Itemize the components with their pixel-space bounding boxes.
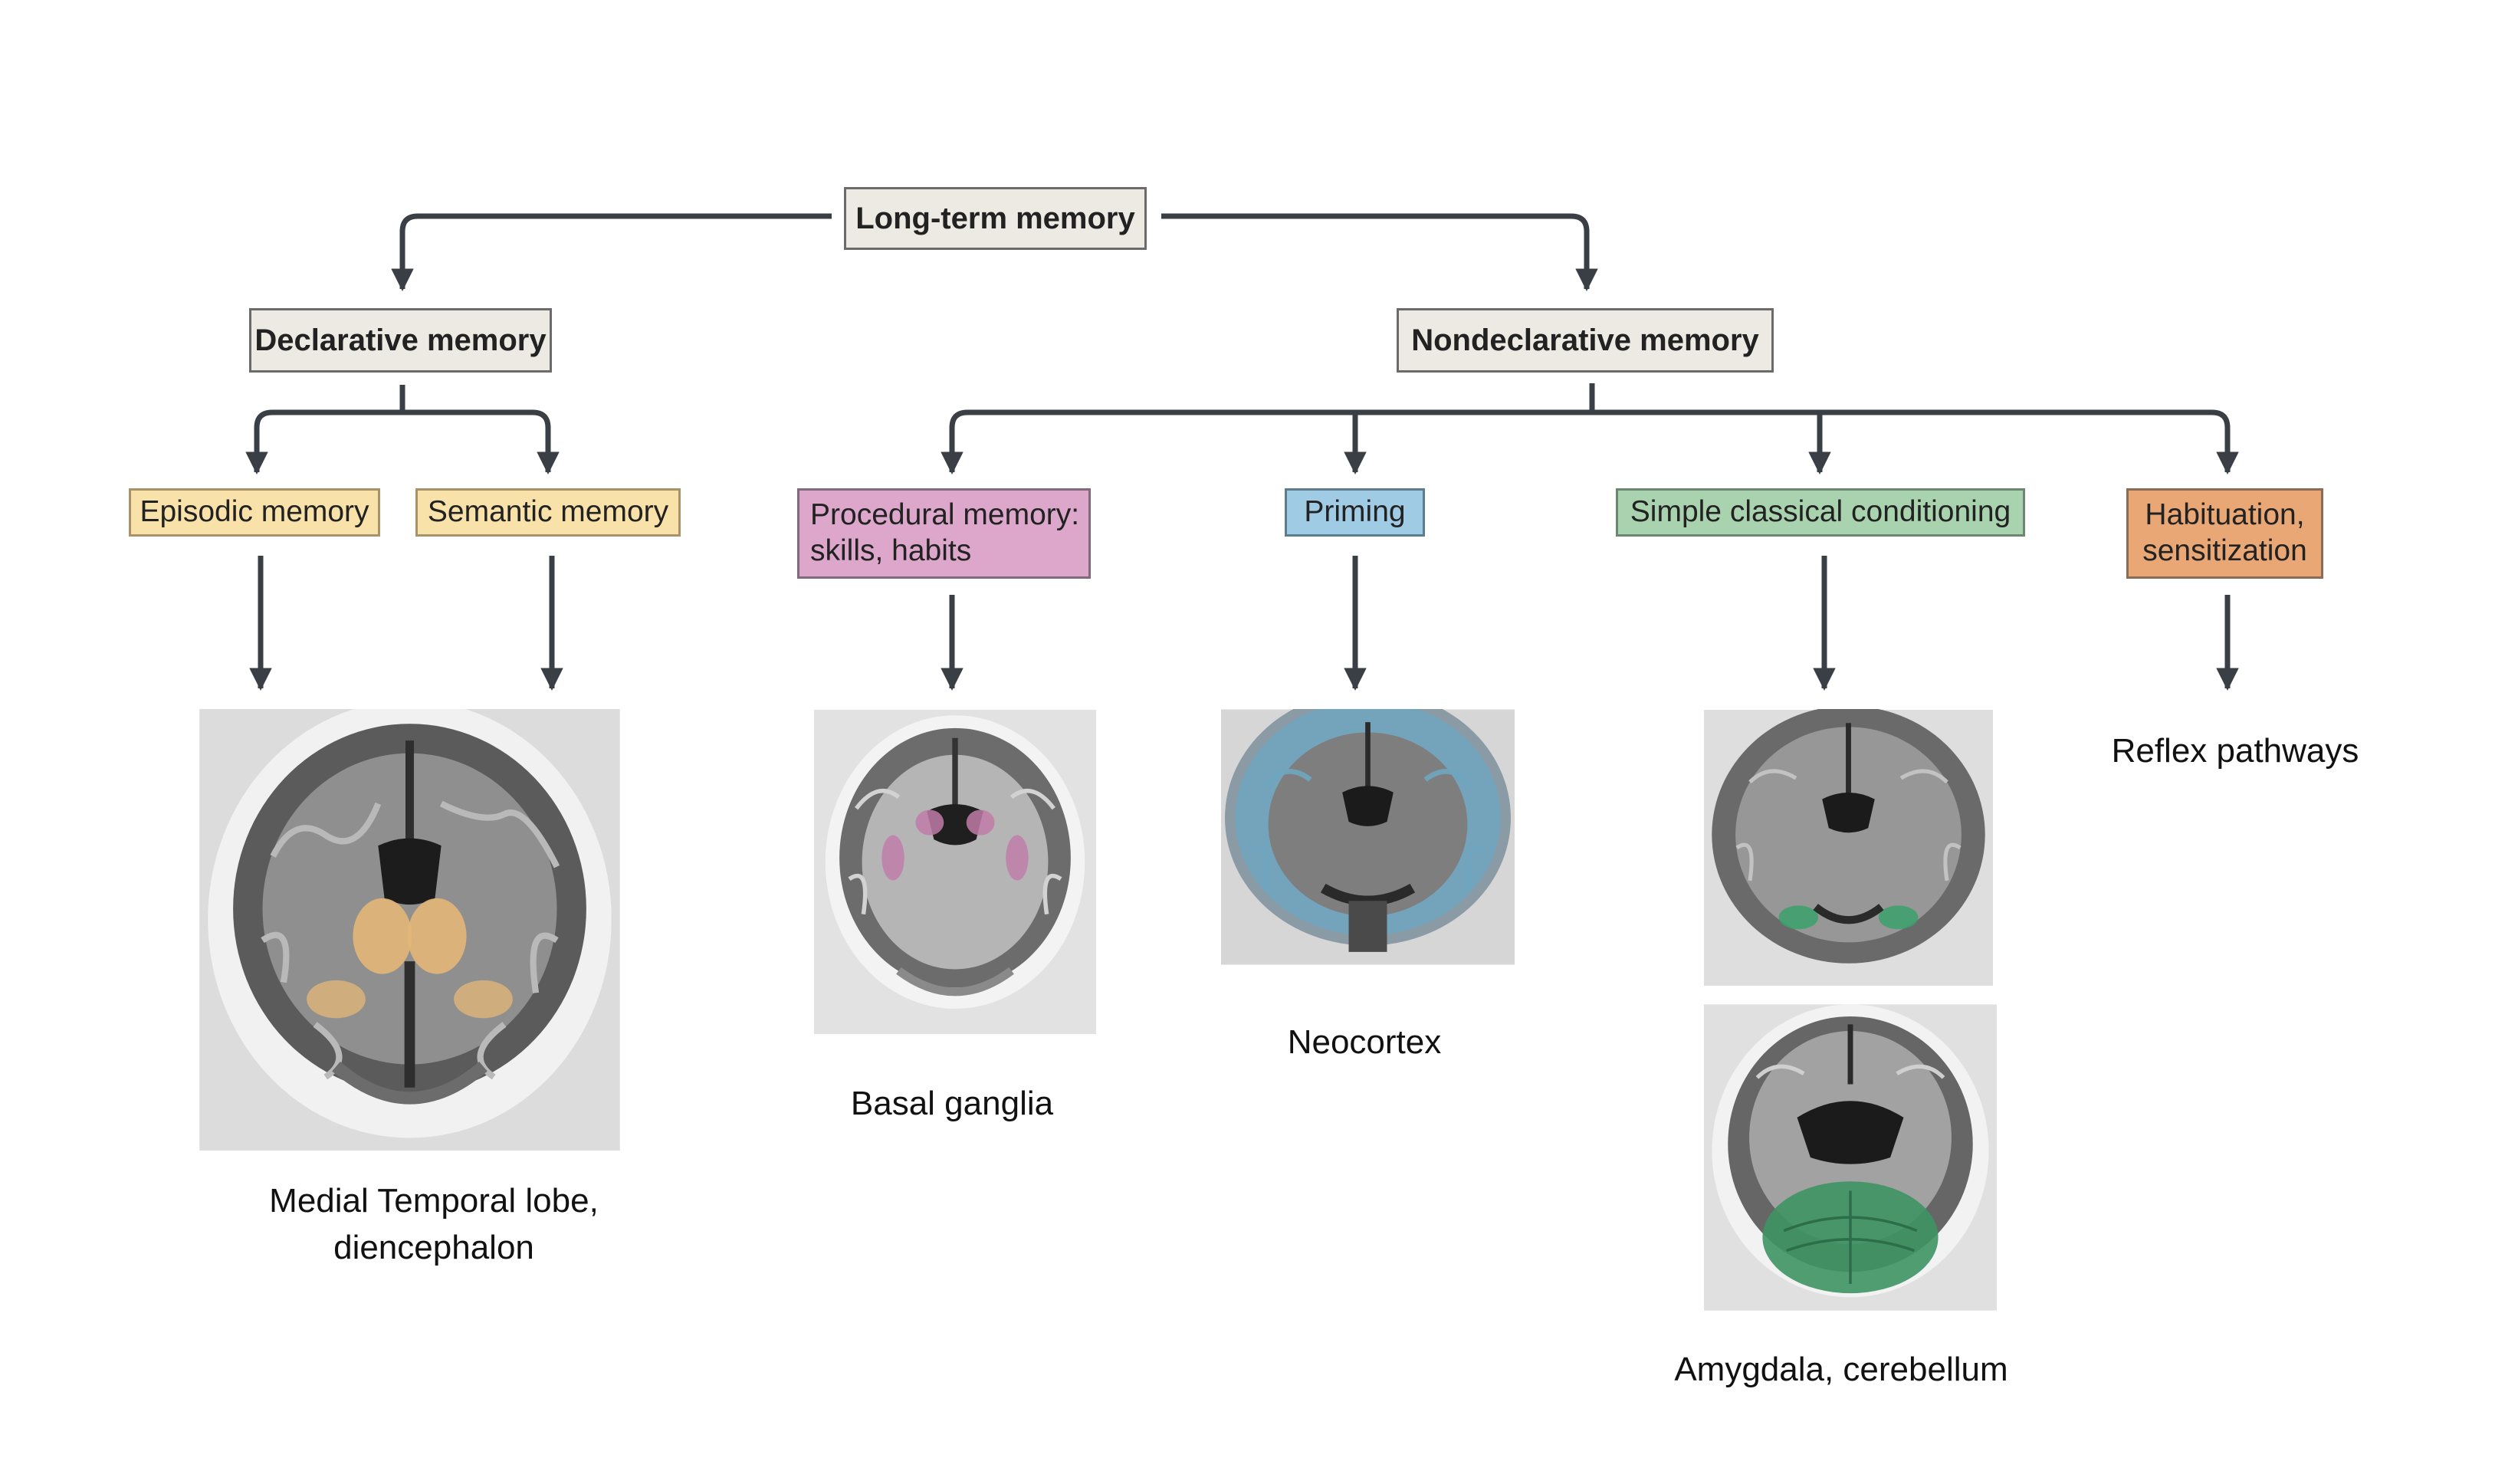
arrow-nondeclarative-habituation bbox=[1592, 409, 2239, 474]
semantic-memory-box: Semantic memory bbox=[415, 488, 681, 537]
long-term-memory-box: Long-term memory bbox=[844, 187, 1147, 250]
nondeclarative-memory-label: Nondeclarative memory bbox=[1411, 323, 1759, 357]
amygdala-left-highlight bbox=[1778, 905, 1819, 930]
nondeclarative-memory-box: Nondeclarative memory bbox=[1397, 308, 1774, 373]
hippocampus-left-highlight bbox=[307, 980, 366, 1019]
simple-classical-conditioning-label: Simple classical conditioning bbox=[1630, 495, 2011, 529]
caption-reflex-pathways: Reflex pathways bbox=[2111, 732, 2359, 770]
habituation-label-line2: sensitization bbox=[2142, 534, 2307, 567]
episodic-memory-label: Episodic memory bbox=[140, 495, 369, 529]
arrow-root-nondeclarative bbox=[1161, 213, 1598, 291]
priming-box: Priming bbox=[1285, 488, 1425, 537]
caudate-left-highlight bbox=[915, 809, 944, 836]
caption-medial-temporal-lobe: Medial Temporal lobe, diencephalon bbox=[208, 1178, 660, 1271]
amygdala-right-highlight bbox=[1878, 905, 1919, 930]
caption-medial-temporal-line2: diencephalon bbox=[333, 1228, 534, 1266]
brain-scan-amygdala bbox=[1704, 709, 1993, 986]
semantic-memory-label: Semantic memory bbox=[427, 495, 669, 529]
thalamus-left-highlight bbox=[353, 898, 412, 974]
putamen-left-highlight bbox=[881, 835, 904, 881]
putamen-right-highlight bbox=[1006, 835, 1029, 881]
caudate-right-highlight bbox=[966, 809, 995, 836]
procedural-memory-label-line2: skills, habits bbox=[810, 534, 972, 567]
episodic-memory-box: Episodic memory bbox=[129, 488, 380, 537]
declarative-memory-box: Declarative memory bbox=[249, 308, 552, 373]
brain-scan-cerebellum bbox=[1704, 1004, 1997, 1311]
long-term-memory-label: Long-term memory bbox=[855, 202, 1135, 235]
habituation-sensitization-box: Habituation, sensitization bbox=[2126, 488, 2323, 579]
arrow-declarative-episodic bbox=[245, 409, 402, 474]
arrow-root-declarative bbox=[391, 213, 832, 291]
procedural-memory-label-line1: Procedural memory: bbox=[810, 498, 1080, 532]
caption-medial-temporal-line1: Medial Temporal lobe, bbox=[269, 1182, 599, 1220]
brain-scan-basal-ganglia bbox=[814, 709, 1096, 1035]
arrow-nondeclarative-procedural bbox=[941, 409, 1592, 474]
caption-neocortex: Neocortex bbox=[1287, 1023, 1442, 1061]
caption-basal-ganglia: Basal ganglia bbox=[850, 1085, 1054, 1122]
brain-scan-neocortex bbox=[1221, 709, 1515, 965]
brain-scan-medial-temporal bbox=[199, 709, 620, 1151]
caption-amygdala-cerebellum: Amygdala, cerebellum bbox=[1674, 1351, 2008, 1388]
thalamus-right-highlight bbox=[407, 898, 467, 974]
procedural-memory-box: Procedural memory: skills, habits bbox=[797, 488, 1091, 579]
hippocampus-right-highlight bbox=[454, 980, 513, 1019]
simple-classical-conditioning-box: Simple classical conditioning bbox=[1616, 488, 2025, 537]
priming-label: Priming bbox=[1304, 495, 1406, 529]
declarative-memory-label: Declarative memory bbox=[254, 323, 547, 357]
habituation-label-line1: Habituation, bbox=[2145, 498, 2305, 532]
arrow-declarative-semantic bbox=[402, 409, 560, 474]
